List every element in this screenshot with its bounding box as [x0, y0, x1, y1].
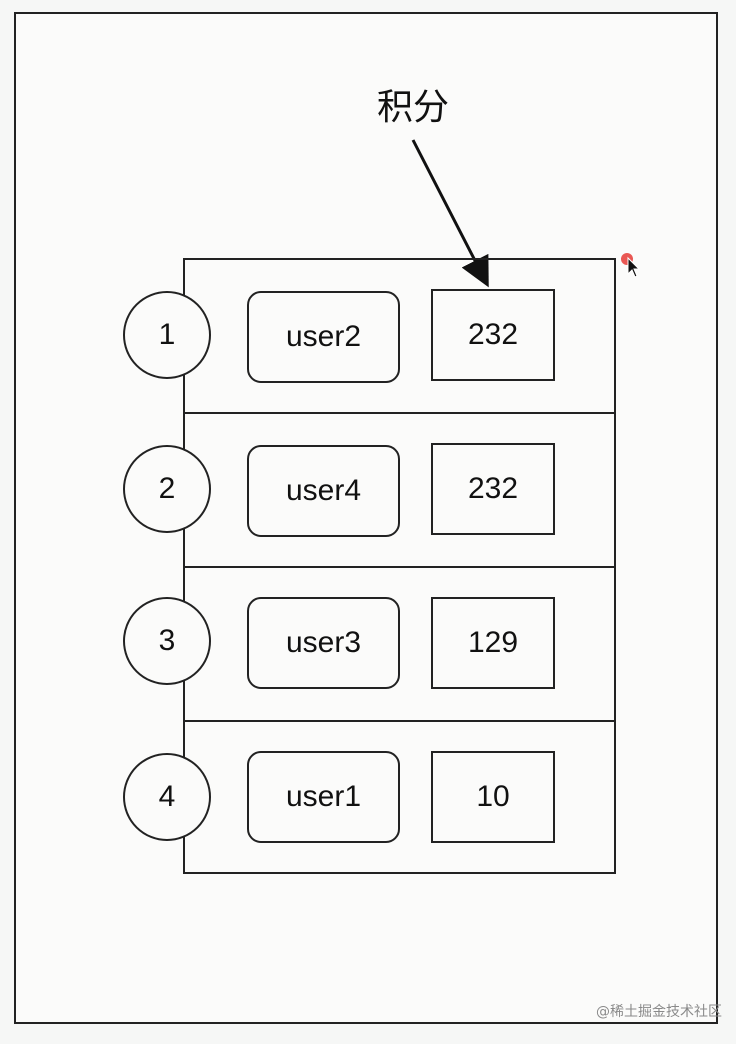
score-box: 232 [431, 443, 555, 535]
rank-circle: 1 [123, 291, 211, 379]
ranking-row: 2 user4 232 [123, 414, 614, 568]
rank-circle: 2 [123, 445, 211, 533]
watermark-logo: @稀土掘金技术社区 [596, 1004, 722, 1020]
member-box: user2 [247, 291, 400, 383]
rank-circle: 4 [123, 753, 211, 841]
score-annotation-label: 积分 [376, 86, 449, 127]
score-box: 10 [431, 751, 555, 843]
member-box: user3 [247, 597, 400, 689]
ranking-table: 1 user2 232 2 user4 232 3 user3 129 4 us… [123, 258, 616, 876]
ranking-row: 1 user2 232 [123, 260, 614, 414]
rank-circle: 3 [123, 597, 211, 685]
member-box: user4 [247, 445, 400, 537]
row-divider [185, 566, 614, 568]
ranking-row: 3 user3 129 [123, 568, 614, 722]
mouse-cursor-icon [621, 253, 641, 278]
member-box: user1 [247, 751, 400, 843]
row-divider [185, 720, 614, 722]
row-divider [185, 412, 614, 414]
ranking-row: 4 user1 10 [123, 722, 614, 876]
score-box: 232 [431, 289, 555, 381]
score-box: 129 [431, 597, 555, 689]
